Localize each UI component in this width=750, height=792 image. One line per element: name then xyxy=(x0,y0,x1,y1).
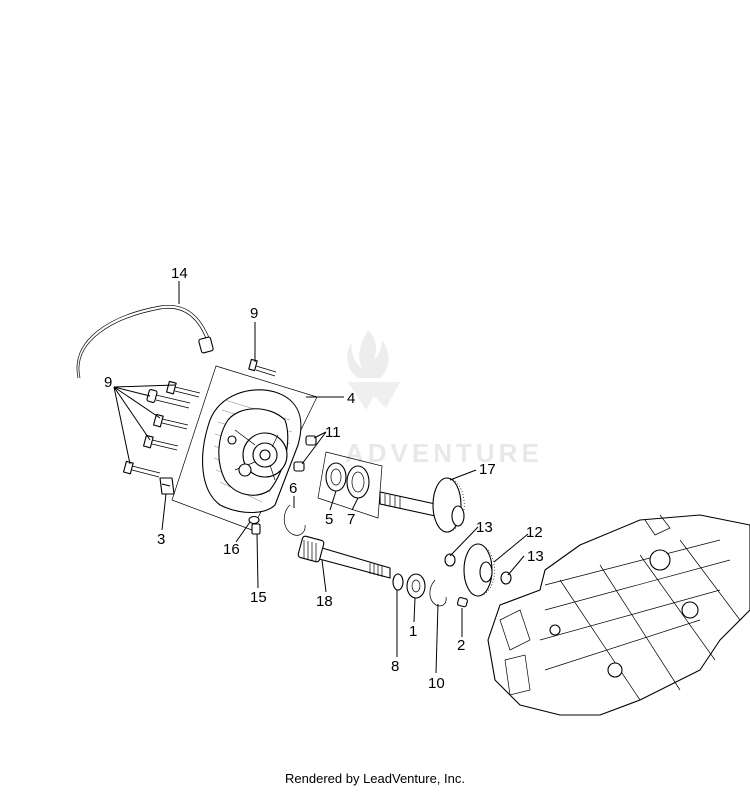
callout-4: 4 xyxy=(347,390,355,407)
callout-labels: 14 9 9 4 11 17 6 5 7 3 16 15 18 13 12 13… xyxy=(104,265,544,692)
callout-17: 17 xyxy=(479,461,496,478)
bolt-3 xyxy=(152,413,189,430)
callout-14: 14 xyxy=(171,265,188,282)
part-14-wire xyxy=(76,304,214,379)
callout-2: 2 xyxy=(457,637,465,654)
part-11-dowel-pins xyxy=(293,435,317,472)
callout-11: 11 xyxy=(325,424,341,441)
bolt-2 xyxy=(146,389,191,409)
bolt-5 xyxy=(122,460,161,478)
watermark-chevron-icon xyxy=(348,382,400,410)
part-5-7-group xyxy=(317,451,383,519)
part-5-bearing xyxy=(325,462,347,492)
part-8-washer xyxy=(392,573,404,591)
callout-8: 8 xyxy=(391,658,399,675)
watermark-flame-icon xyxy=(347,330,389,378)
part-6-circlip xyxy=(283,504,306,536)
callout-7: 7 xyxy=(347,511,355,528)
callout-13-left: 13 xyxy=(476,519,493,536)
part-17-gear-shaft xyxy=(379,477,465,533)
footer-credit: Rendered by LeadVenture, Inc. xyxy=(285,771,465,786)
callout-5: 5 xyxy=(325,511,333,528)
callout-15: 15 xyxy=(250,589,267,606)
callout-12: 12 xyxy=(526,524,543,541)
part-18-input-shaft xyxy=(297,535,391,579)
callout-9-left: 9 xyxy=(104,374,112,391)
callout-1: 1 xyxy=(409,623,417,640)
callout-10: 10 xyxy=(428,675,445,692)
crankcase xyxy=(487,514,750,716)
part-13-washer-left xyxy=(444,553,456,567)
watermark-text: ADVENTURE xyxy=(345,438,543,468)
callout-3: 3 xyxy=(157,531,165,548)
part-10-circlip xyxy=(429,579,447,607)
bolt-4 xyxy=(142,434,179,451)
watermark: ADVENTURE xyxy=(345,330,543,468)
callout-9-top: 9 xyxy=(250,305,258,322)
part-9-bolts xyxy=(122,358,277,478)
leader-lines xyxy=(113,281,529,674)
callout-16: 16 xyxy=(223,541,240,558)
part-1-bearing xyxy=(406,573,426,599)
part-4-cover-housing xyxy=(171,365,318,531)
callout-6: 6 xyxy=(289,480,297,497)
part-7-seal xyxy=(346,465,370,499)
callout-13-right: 13 xyxy=(527,548,544,565)
part-12-gear xyxy=(463,543,495,597)
bolt-top xyxy=(248,358,277,377)
callout-18: 18 xyxy=(316,593,333,610)
bolt-1 xyxy=(165,380,201,398)
part-15-plug xyxy=(251,523,261,535)
part-2-pin xyxy=(457,597,468,608)
part-3-clip xyxy=(159,477,175,495)
part-16-screw xyxy=(248,515,260,525)
